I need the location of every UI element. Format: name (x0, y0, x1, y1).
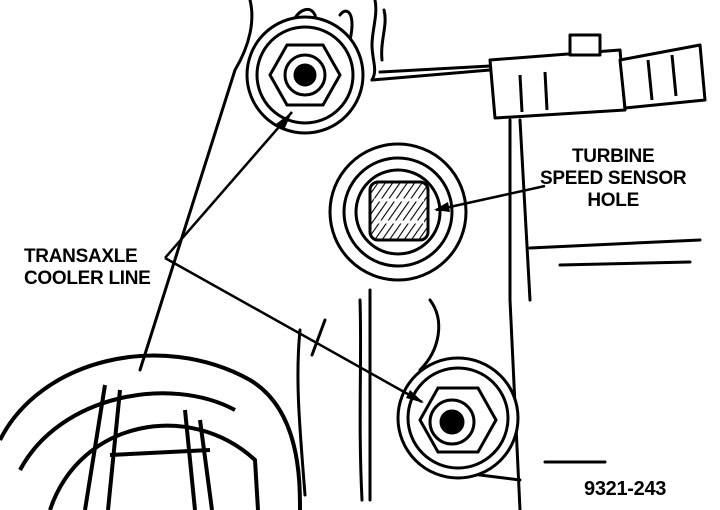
upper-cooler-line-fitting (245, 15, 365, 135)
turbine-label-line-3: HOLE (587, 190, 639, 211)
turbine-speed-sensor-hole (328, 142, 468, 282)
turbine-label-line-1: TURBINE (572, 146, 655, 167)
leader-arrowheads (276, 112, 450, 403)
turbine-label-line-2: SPEED SENSOR (540, 168, 687, 189)
lower-cooler-line-fitting (396, 356, 520, 480)
transaxle-cooler-line-label: TRANSAXLE COOLER LINE (24, 246, 151, 290)
turbine-speed-sensor-hole-label: TURBINE SPEED SENSOR HOLE (540, 146, 687, 212)
leader-lines (164, 111, 546, 404)
electrical-connector (488, 33, 707, 120)
cooler-label-line-1: TRANSAXLE (24, 246, 138, 267)
figure-number: 9321-243 (584, 478, 667, 500)
torque-converter-housing (0, 353, 302, 510)
cooler-label-line-2: COOLER LINE (24, 268, 151, 289)
